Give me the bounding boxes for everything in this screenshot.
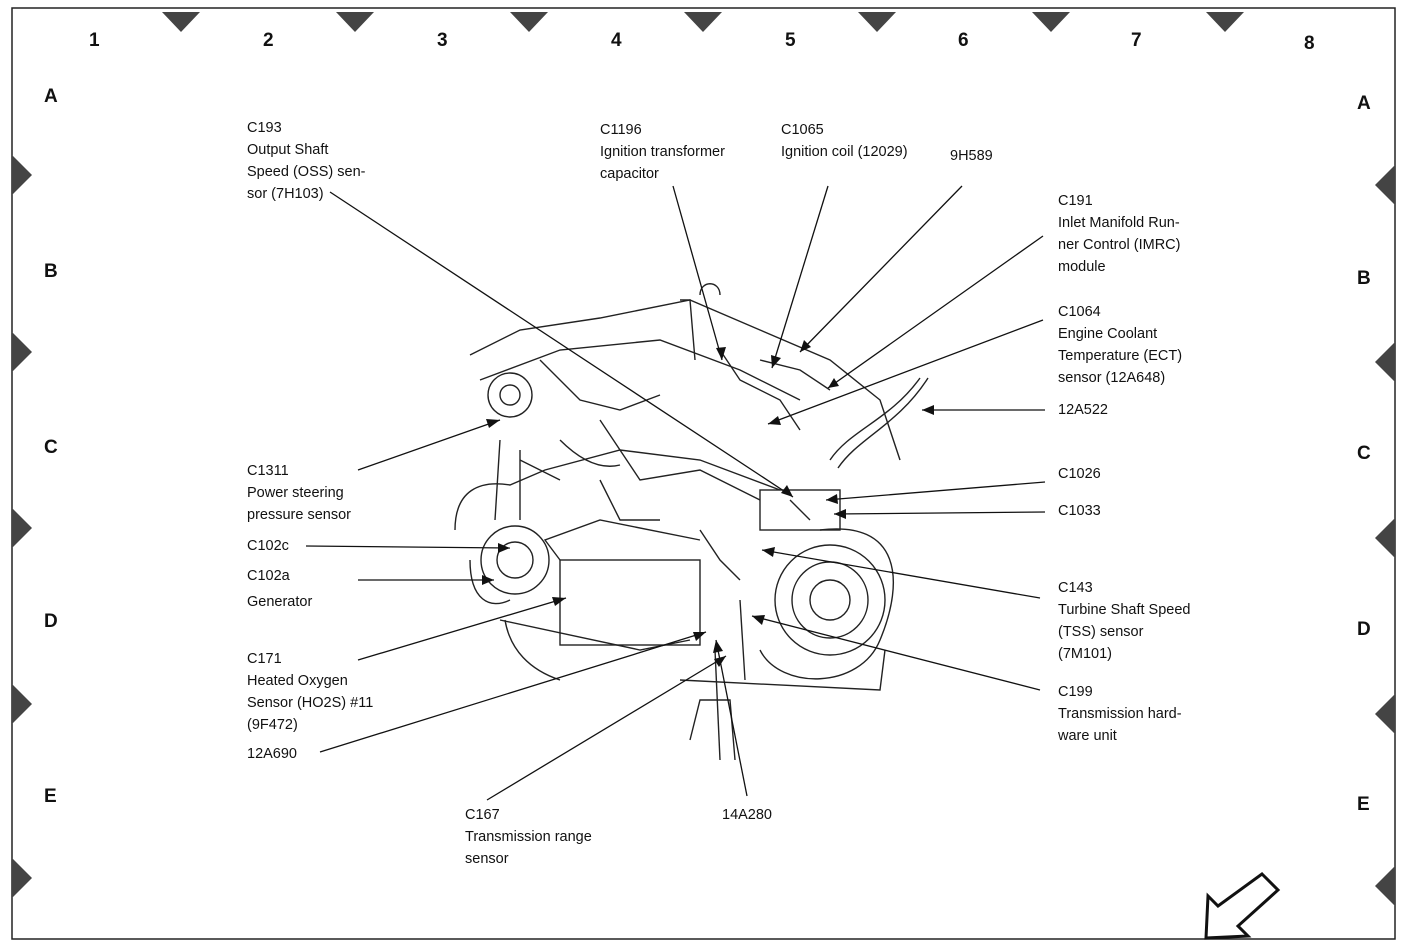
callout-c171: C171 Heated Oxygen Sensor (HO2S) #11 (9F… (247, 651, 374, 733)
callout-c167: C167 Transmission range sensor (465, 807, 592, 867)
grid-row-e-left: E (44, 786, 57, 807)
grid-column-1: 1 (89, 30, 100, 51)
callout-9h589: 9H589 (950, 148, 993, 164)
grid-column-8: 8 (1304, 33, 1315, 54)
callout-12a690: 12A690 (247, 746, 297, 762)
callout-c1033: C1033 (1058, 503, 1101, 519)
callout-c1311: C1311 Power steering pressure sensor (247, 463, 351, 523)
callout-c1065: C1065 Ignition coil (12029) (781, 122, 908, 160)
callout-c102c: C102c (247, 538, 289, 554)
grid-row-e-right: E (1357, 794, 1370, 815)
page-border (11, 7, 1396, 940)
next-page-arrow (1204, 872, 1281, 940)
left-zone-markers (12, 155, 32, 898)
callout-c191: C191 Inlet Manifold Run- ner Control (IM… (1058, 193, 1181, 275)
callout-c193: C193 Output Shaft Speed (OSS) sen- sor (… (247, 120, 366, 202)
grid-column-7: 7 (1131, 30, 1142, 51)
grid-row-b-right: B (1357, 268, 1371, 289)
callout-c102a: C102a (247, 568, 290, 584)
leader-arrowheads (482, 340, 934, 667)
callout-c199: C199 Transmission hard- ware unit (1058, 684, 1182, 744)
grid-column-5: 5 (785, 30, 796, 51)
grid-column-2: 2 (263, 30, 274, 51)
callout-c1064: C1064 Engine Coolant Temperature (ECT) s… (1058, 304, 1183, 386)
grid-row-b-left: B (44, 261, 58, 282)
grid-column-3: 3 (437, 30, 448, 51)
grid-row-d-right: D (1357, 619, 1371, 640)
callout-c1026: C1026 (1058, 466, 1101, 482)
grid-row-d-left: D (44, 611, 58, 632)
grid-column-4: 4 (611, 30, 622, 51)
engine-drawing (454, 283, 929, 761)
callout-14a280: 14A280 (722, 807, 772, 823)
callout-c143: C143 Turbine Shaft Speed (TSS) sensor (7… (1058, 580, 1191, 662)
top-zone-markers (162, 12, 1244, 32)
callout-generator: Generator (247, 594, 313, 610)
callout-12a522: 12A522 (1058, 402, 1108, 418)
leader-lines (305, 185, 1046, 801)
grid-column-6: 6 (958, 30, 969, 51)
right-zone-markers (1375, 165, 1395, 906)
callout-c1196: C1196 Ignition transformer capacitor (600, 122, 725, 182)
grid-row-a-left: A (44, 86, 58, 107)
grid-row-c-left: C (44, 437, 58, 458)
grid-row-a-right: A (1357, 93, 1371, 114)
grid-row-c-right: C (1357, 443, 1371, 464)
